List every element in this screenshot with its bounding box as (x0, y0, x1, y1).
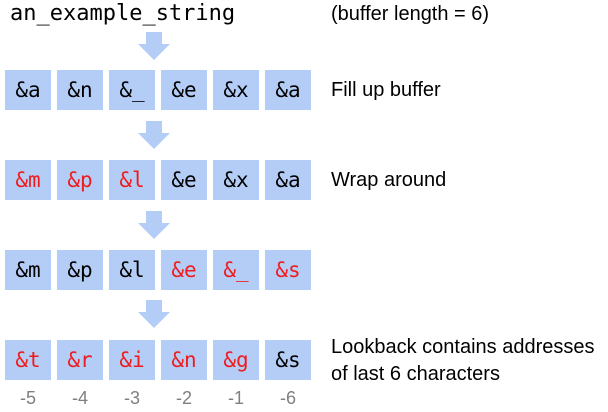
step-label: Lookback contains addresses (331, 336, 595, 358)
buffer-cell: &s (265, 250, 311, 290)
buffer-cell: &m (5, 160, 51, 200)
buffer-cell: &_ (213, 250, 259, 290)
buffer-cell: &a (265, 160, 311, 200)
buffer-cell: &p (57, 160, 103, 200)
buffer-row-wrap: &m &p &l &e &x &a (5, 160, 313, 200)
buffer-cell: &s (265, 340, 311, 380)
step-label: Fill up buffer (331, 79, 441, 101)
buffer-row-final: &t &r &i &n &g &s (5, 340, 313, 380)
buffer-cell: &g (213, 340, 259, 380)
step-label: of last 6 characters (331, 363, 500, 385)
offset-label: -5 (19, 388, 36, 408)
buffer-cell: &i (109, 340, 155, 380)
down-arrow-icon (138, 300, 170, 328)
buffer-cell: &e (161, 250, 207, 290)
buffer-cell: &a (265, 70, 311, 110)
down-arrow-icon (138, 32, 170, 60)
buffer-cell: &a (5, 70, 51, 110)
down-arrow-icon (138, 121, 170, 149)
offset-label: -3 (123, 388, 140, 408)
step-label: Wrap around (331, 169, 447, 191)
buffer-cell: &r (57, 340, 103, 380)
buffer-cell: &p (57, 250, 103, 290)
offset-label: -6 (279, 388, 296, 408)
buffer-cell: &n (57, 70, 103, 110)
buffer-cell: &_ (109, 70, 155, 110)
buffer-cell: &l (109, 160, 155, 200)
buffer-cell: &x (213, 70, 259, 110)
buffer-cell: &n (161, 340, 207, 380)
buffer-cell: &t (5, 340, 51, 380)
offset-label: -1 (227, 388, 244, 408)
buffer-cell: &e (161, 70, 207, 110)
buffer-cell: &x (213, 160, 259, 200)
down-arrow-icon (138, 211, 170, 239)
buffer-length-note: (buffer length = 6) (331, 3, 490, 25)
buffer-row-continue: &m &p &l &e &_ &s (5, 250, 313, 290)
buffer-cell: &e (161, 160, 207, 200)
offset-label: -2 (175, 388, 192, 408)
input-string: an_example_string (10, 1, 236, 26)
offset-label: -4 (71, 388, 88, 408)
buffer-cell: &l (109, 250, 155, 290)
buffer-row-fill: &a &n &_ &e &x &a (5, 70, 313, 110)
buffer-cell: &m (5, 250, 51, 290)
